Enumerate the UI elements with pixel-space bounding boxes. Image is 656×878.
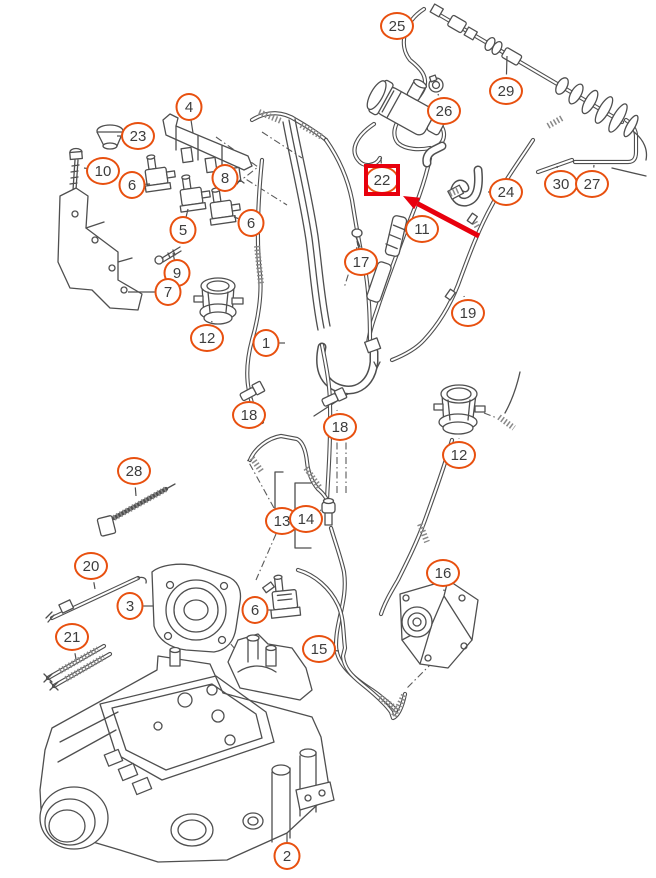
callout-6[interactable]: 6 [118,171,146,199]
callout-30[interactable]: 30 [544,170,578,198]
part-18-connector-right [321,387,348,407]
leader-line-9 [172,252,175,260]
part-22-filter [366,78,447,168]
callout-6[interactable]: 6 [241,596,269,624]
callout-15[interactable]: 15 [302,635,336,663]
callout-5[interactable]: 5 [169,216,197,244]
callout-23[interactable]: 23 [121,122,155,150]
part-7-bracket [57,187,143,311]
part-16-bracket [399,579,479,669]
part-10-bolt [69,147,83,191]
part-6-solenoid-valves [144,154,241,226]
callout-16[interactable]: 16 [426,559,460,587]
part-9-screw [154,246,182,265]
callout-4[interactable]: 4 [175,93,203,121]
leader-line-17 [356,240,359,246]
callout-20[interactable]: 20 [74,552,108,580]
callout-1[interactable]: 1 [252,329,280,357]
part-21-ties [43,643,113,691]
part-14-check-valve [321,497,336,526]
callout-18[interactable]: 18 [232,401,266,429]
part-24-hook [447,165,483,207]
callout-24[interactable]: 24 [489,178,523,206]
leader-line-20 [93,582,96,590]
callout-21[interactable]: 21 [55,623,89,651]
callout-17[interactable]: 17 [344,248,378,276]
part-17-bolt [351,228,363,248]
leader-line-4 [190,120,194,134]
callout-25[interactable]: 25 [380,12,414,40]
part-11-sleeves [366,215,408,303]
callout-19[interactable]: 19 [451,299,485,327]
callout-27[interactable]: 27 [575,170,609,198]
part-29-shaft [429,3,648,161]
leader-line-26 [437,93,440,96]
callout-26[interactable]: 26 [427,97,461,125]
callout-6[interactable]: 6 [237,209,265,237]
part-26-clamp [428,74,444,93]
part-23-cap [96,124,124,150]
callout-10[interactable]: 10 [86,157,120,185]
part-6-solenoid-bottom [262,574,302,619]
callout-12[interactable]: 12 [442,441,476,469]
callout-7[interactable]: 7 [154,278,182,306]
callout-2[interactable]: 2 [273,842,301,870]
leader-line-5 [185,208,189,218]
part-20-rod [45,575,147,623]
part-18-connector-left [239,380,266,402]
callout-12[interactable]: 12 [190,324,224,352]
leader-line-21 [74,653,77,660]
callout-28[interactable]: 28 [117,457,151,485]
leader-line-28 [134,487,137,497]
callout-8[interactable]: 8 [211,164,239,192]
callout-11[interactable]: 11 [405,215,439,243]
part-12-combi-valve-left [193,277,244,325]
callout-14[interactable]: 14 [289,505,323,533]
part-28-loom [96,483,176,537]
callout-18[interactable]: 18 [323,413,357,441]
part-3-throttle-body [151,563,242,653]
leader-line-29 [505,55,508,75]
callout-3[interactable]: 3 [116,592,144,620]
callout-22-highlighted[interactable]: 22 [365,166,399,194]
callout-29[interactable]: 29 [489,77,523,105]
part-12-combi-valve-right [433,384,486,435]
part-2-supercharger [39,633,335,863]
